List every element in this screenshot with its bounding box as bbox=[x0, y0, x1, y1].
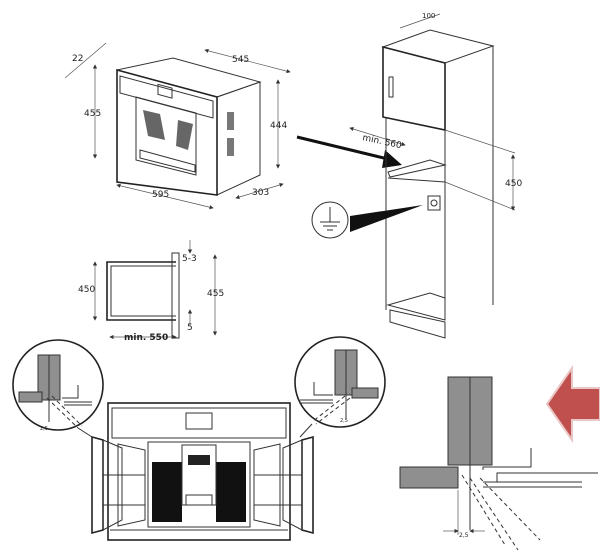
pointer-arrow bbox=[296, 135, 402, 168]
hinge-detail-large: 2,5 bbox=[399, 376, 598, 551]
dim-100: 100 bbox=[422, 12, 435, 20]
dim-min-560: min. 560 bbox=[361, 133, 402, 151]
dim-455: 455 bbox=[84, 109, 101, 119]
dim-5-3: 5-3 bbox=[182, 254, 197, 264]
dim-2-5-large: 2,5 bbox=[459, 532, 469, 539]
dim-444: 444 bbox=[270, 121, 287, 131]
dim-22: 22 bbox=[72, 54, 83, 64]
dim-595: 595 bbox=[152, 190, 169, 200]
hinge-detail-right: 2,5 bbox=[294, 336, 386, 438]
dim-min-550: min. 550 bbox=[124, 333, 168, 343]
earth-ground-icon bbox=[311, 201, 423, 239]
dim-303: 303 bbox=[252, 188, 269, 198]
dim-545: 545 bbox=[232, 55, 249, 65]
dim-2-5-right: 2,5 bbox=[340, 418, 348, 424]
dim-455-side: 455 bbox=[207, 289, 224, 299]
red-arrow-icon bbox=[545, 364, 600, 444]
side-section: 450 5-3 455 5 min. 550 bbox=[78, 240, 224, 343]
appliance-front-open-doors bbox=[91, 402, 314, 541]
tall-cabinet: 100 min. 560 450 bbox=[349, 12, 522, 339]
appliance-isometric: 22 545 455 444 595 303 bbox=[64, 42, 291, 210]
hinge-detail-left: 2,5 bbox=[12, 339, 104, 438]
dim-450-cabinet: 450 bbox=[505, 179, 522, 189]
dim-450-side: 450 bbox=[78, 285, 95, 295]
dim-5: 5 bbox=[187, 323, 193, 333]
dim-2-5-left: 2,5 bbox=[40, 426, 48, 432]
